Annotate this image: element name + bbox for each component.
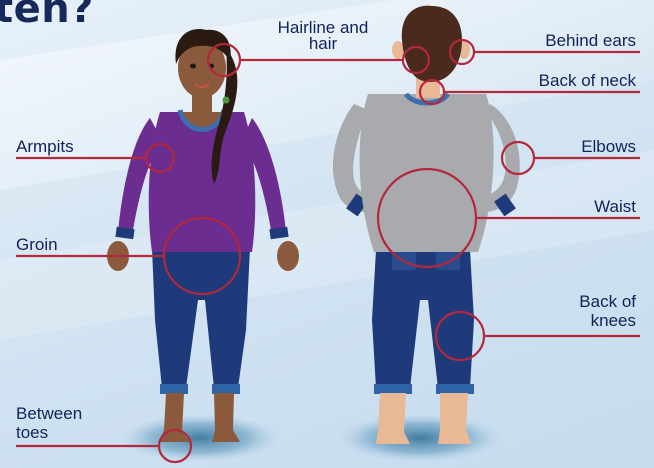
label-back-of-knees: Back of knees bbox=[520, 292, 636, 330]
page-title-fragment: ten? bbox=[0, 0, 94, 32]
floor-shadow-front bbox=[120, 414, 280, 462]
floor-shadow-back bbox=[338, 414, 502, 462]
label-waist: Waist bbox=[540, 198, 636, 215]
label-armpits: Armpits bbox=[16, 138, 74, 155]
label-behind-ears: Behind ears bbox=[500, 32, 636, 49]
label-hairline-text: Hairline and hair bbox=[258, 20, 388, 52]
label-elbows: Elbows bbox=[540, 138, 636, 155]
label-back-of-neck: Back of neck bbox=[490, 72, 636, 89]
label-hairline: Hairline and hair bbox=[258, 20, 388, 52]
label-groin: Groin bbox=[16, 236, 58, 253]
label-between-toes: Between toes bbox=[16, 404, 82, 442]
